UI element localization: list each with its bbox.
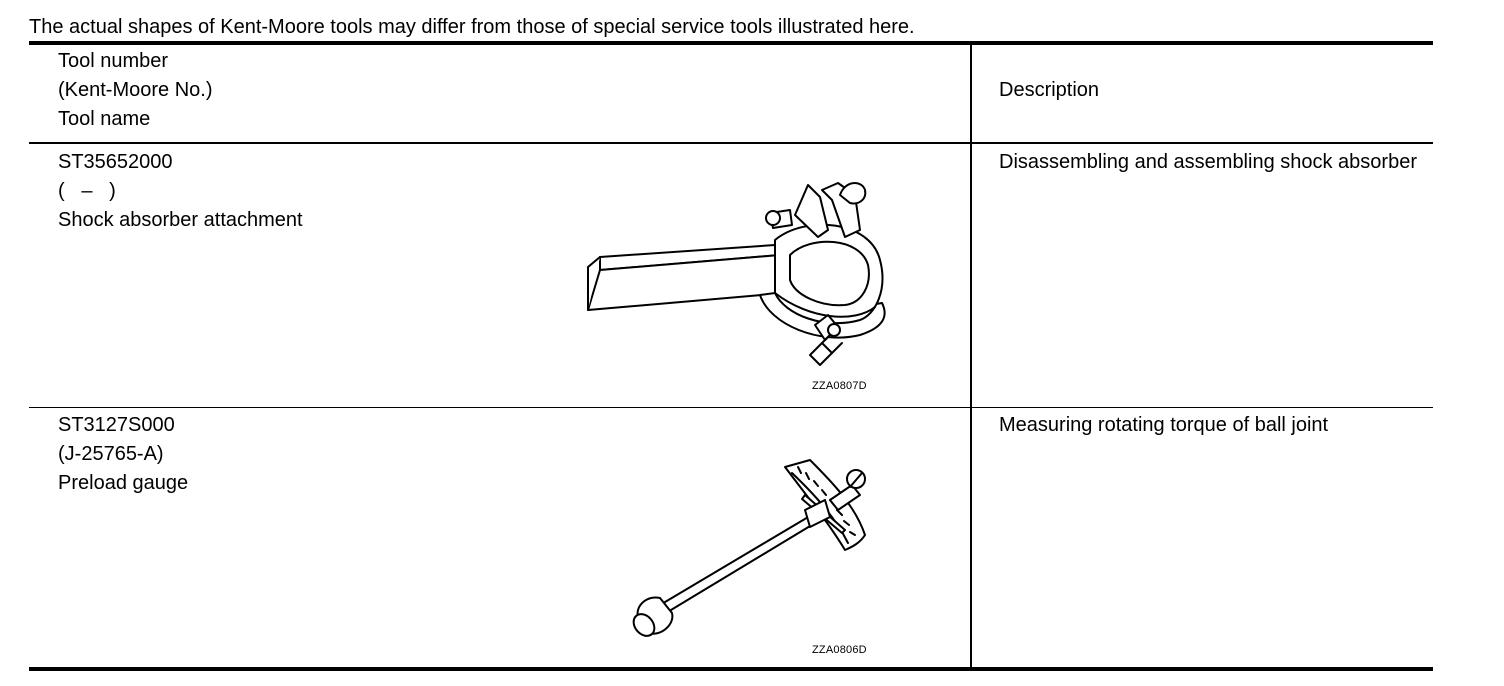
tool-name: Preload gauge — [58, 472, 189, 494]
row-divider — [29, 407, 1433, 408]
tool-description: Disassembling and assembling shock absor… — [999, 151, 1417, 173]
table-row-2-tool: ST3127S000 (J-25765-A) Preload gauge — [58, 411, 188, 498]
figure-code: ZZA0806D — [812, 644, 867, 656]
tool-shape-note: The actual shapes of Kent-Moore tools ma… — [29, 16, 915, 38]
column-header-tool: Tool number (Kent-Moore No.) Tool name — [58, 47, 213, 134]
kent-moore-number: (J-25765-A) — [58, 443, 164, 465]
header-bottom-rule — [29, 142, 1433, 144]
tool-number: ST3127S000 — [58, 414, 175, 436]
header-tool-name: Tool name — [58, 108, 151, 130]
table-row-1-tool: ST35652000 ( – ) Shock absorber attachme… — [58, 148, 303, 235]
figure-code: ZZA0807D — [812, 380, 867, 392]
preload-gauge-illustration — [632, 459, 866, 637]
column-divider — [970, 45, 972, 667]
tool-name: Shock absorber attachment — [58, 209, 303, 231]
column-header-description: Description — [999, 79, 1100, 101]
table-bottom-rule — [29, 667, 1433, 671]
kent-moore-number: ( – ) — [58, 180, 116, 202]
header-tool-number: Tool number — [58, 50, 169, 72]
shock-absorber-attachment-illustration — [587, 182, 886, 366]
tool-description: Measuring rotating torque of ball joint — [999, 414, 1329, 436]
table-top-rule — [29, 41, 1433, 45]
header-kent-moore: (Kent-Moore No.) — [58, 79, 213, 101]
tool-number: ST35652000 — [58, 151, 173, 173]
